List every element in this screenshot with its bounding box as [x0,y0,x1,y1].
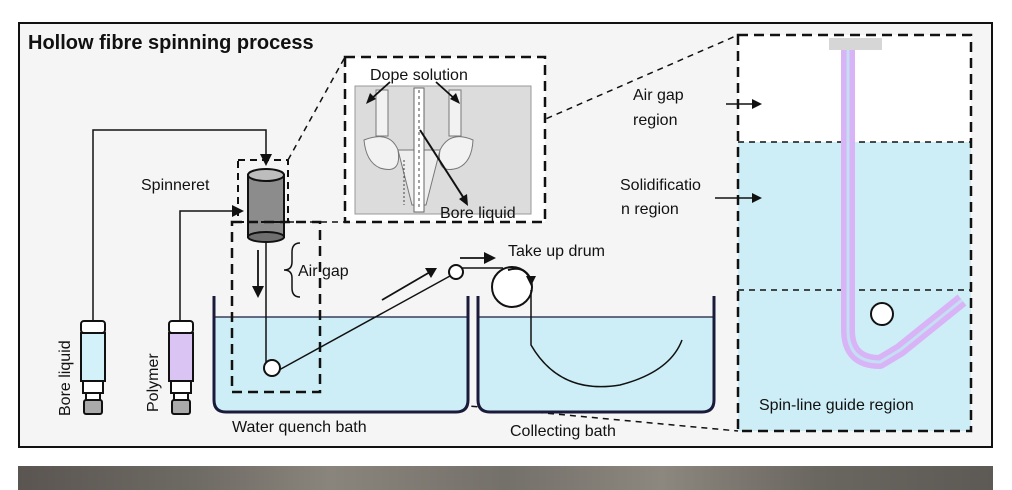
photo-gap [18,458,993,466]
polymer-line [179,210,236,321]
bore-liquid-line [92,129,267,321]
solidification-label-2: n region [621,201,679,218]
collecting-bath [476,296,716,414]
air-gap-brace [283,242,301,298]
inset-border [343,55,547,224]
polymer-bottle [168,320,194,415]
air-gap-region-label-2: region [633,112,677,129]
water-quench-bath [212,296,470,414]
air-gap-region-label-1: Air gap [633,87,684,104]
solidification-label-1: Solidificatio [620,177,701,194]
spinneret-cap-zoom [829,38,882,50]
take-up-drum [491,266,533,308]
spinneret-label: Spinneret [141,177,210,194]
fibre-to-guide [278,275,451,371]
bore-liquid-bottle [80,320,106,415]
take-up-drum-label: Take up drum [508,243,605,260]
spin-line-zoom-panel [715,33,973,433]
polymer-bottle-label: Polymer [145,353,162,412]
dope-solution-label: Dope solution [370,67,468,84]
guide-roller-zoom [870,302,894,326]
photo-strip-below [18,466,993,490]
water-quench-bath-label: Water quench bath [232,419,367,436]
zoom-panel-border [736,33,973,433]
guide-roller-top [448,264,464,280]
collecting-bath-label: Collecting bath [510,423,616,440]
spinneret-inset [343,55,547,224]
bore-liquid-inset-label: Bore liquid [440,205,516,222]
spin-line-guide-label: Spin-line guide region [759,397,914,414]
air-gap-label: Air gap [298,263,349,280]
bore-liquid-bottle-label: Bore liquid [57,340,74,416]
diagram-title: Hollow fibre spinning process [28,32,314,54]
spinneret [237,159,289,243]
collected-fibre [530,290,683,388]
guide-roller-quench [263,359,281,377]
spinneret-highlight-box [237,159,289,223]
